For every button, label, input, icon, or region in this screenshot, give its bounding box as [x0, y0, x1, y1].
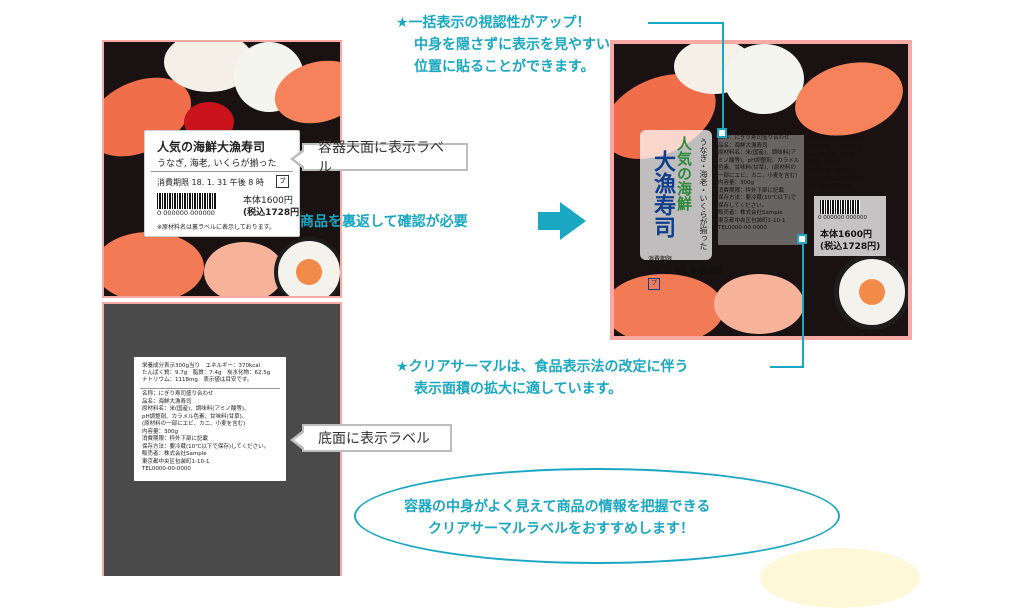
- clear-label-line: ミノ酸等)、pH調整剤、カラメル: [718, 157, 800, 164]
- clear-label-line: 色素、甘味料(甘草)、(原材料の: [718, 165, 796, 171]
- top-label-note: ※原材料名は裏ラベルに表示しております。: [157, 224, 276, 231]
- recommendation-line: クリアサーマルラベルをおすすめします！: [428, 521, 694, 537]
- bottom-label-line: 東京都中央区包装町1-10-1: [142, 458, 210, 465]
- clear-label-line: 品名：海鮮大漁寿司: [718, 142, 768, 149]
- clear-label-line: 消費期限：枠外下部に記載: [718, 187, 785, 194]
- clear-label-line: 保存してください。: [718, 202, 768, 209]
- bottom-label-line: pH調整剤、カラメル色素、甘味料(甘草)、: [142, 413, 248, 420]
- recommendation-line: 容器の中身がよく見えて商品の情報を把握できる: [404, 499, 711, 515]
- clear-label-expiry-label: 消費期限: [648, 256, 673, 263]
- clear-label-barcode: [820, 200, 860, 214]
- clear-label-line: 保存方法：要冷蔵(10℃以下)で: [718, 195, 796, 201]
- recycle-icon: プ: [276, 175, 289, 188]
- clear-label-price-tax: (税込1728円): [820, 242, 881, 252]
- callout-bottom-label-text: 底面に表示ラベル: [318, 431, 430, 447]
- top-label-title: 人気の海鮮大漁寿司: [157, 140, 266, 154]
- top-label-price-tax: (税込1728円): [243, 208, 304, 218]
- top-label-subtitle: うなぎ, 海老, いくらが揃った: [157, 159, 277, 169]
- recommendation-bubble: 容器の中身がよく見えて商品の情報を把握できる クリアサーマルラベルをおすすめしま…: [354, 468, 840, 564]
- maki-roll: [274, 237, 340, 296]
- connector-line: [648, 22, 724, 24]
- connector-line: [802, 240, 804, 368]
- note-visibility: ★一括表示の視認性がアップ！ 中身を隠さずに表示を見やすい 位置に貼ることができ…: [396, 12, 610, 78]
- flip-message: 商品を裏返して確認が必要: [300, 214, 468, 230]
- callout-top-label: 容器天面に表示ラベル: [290, 140, 468, 176]
- clear-label-price-base: 本体1600円: [820, 230, 873, 240]
- bottom-label-line: 消費期限：枠外下部に記載: [142, 436, 209, 442]
- bottom-label-line: 販売者：株式会社Sample: [142, 451, 207, 457]
- bottom-label-line: 保存方法：要冷蔵(10℃以下で保存)してください。: [142, 443, 270, 450]
- clear-label-line: TEL0000-00-0000: [718, 225, 767, 231]
- note-visibility-line: ★一括表示の視認性がアップ！: [396, 15, 591, 31]
- clear-label-nutrition-line: ナトリウム：1118mg: [808, 176, 864, 182]
- clear-label-barcode-digits: 0 000000 000000: [818, 215, 867, 221]
- bottom-label-line: TEL0000-00-0000: [142, 466, 191, 472]
- clear-label-nutrition-line: 表示値は目安です。: [808, 184, 857, 190]
- clear-label-nutrition-line: たんぱく質：9.7g: [808, 152, 854, 158]
- bottom-label-line: 品名：海鮮大漁寿司: [142, 398, 192, 405]
- top-label: 人気の海鮮大漁寿司 うなぎ, 海老, いくらが揃った 消費期限 18. 1. 3…: [144, 130, 304, 237]
- bottom-label: 栄養成分表示300g当り エネルギー：370kcal たんぱく質：9.7g 脂質…: [134, 357, 286, 481]
- connector-dot: [797, 234, 807, 244]
- note-area-line: ★クリアサーマルは、食品表示法の改定に伴う: [396, 359, 689, 375]
- top-label-expiry: 消費期限 18. 1. 31 午後 8 時: [157, 178, 264, 187]
- recycle-icon: プ: [648, 278, 660, 290]
- clear-label-brand-big: 大漁寿司: [650, 150, 675, 238]
- top-label-price-base: 本体1600円: [243, 196, 293, 206]
- callout-bottom-label: 底面に表示ラベル: [290, 424, 452, 452]
- bottom-nutrition-line: たんぱく質：9.7g 脂質：7.4g 炭水化物：62.5g: [142, 370, 271, 376]
- bottom-nutrition-line: 栄養成分表示300g当り エネルギー：370kcal: [142, 363, 261, 369]
- clear-label-nutrition-line: 炭水化物：62.5g: [808, 168, 852, 174]
- bottom-nutrition-line: ナトリウム：1118mg 表示値は目安です。: [142, 377, 253, 383]
- clear-label-line: 原材料名：米(国産)、調味料(ア: [718, 150, 796, 156]
- clear-label-line: 東京都中央区包装町1-10-1: [718, 217, 786, 224]
- clear-label-line: 名称：にぎり寿司盛り合わせ: [718, 135, 790, 141]
- bottom-label-line: (原材料の一部にエビ、カニ、小麦を含む): [142, 421, 246, 427]
- maki-roll: [834, 254, 908, 330]
- connector-dot: [717, 128, 727, 138]
- clear-label-nutrition-line: エネルギー：370kcal: [808, 144, 863, 150]
- bottom-label-line: 原材料名：米(国産)、調味料(アミノ酸等)、: [142, 406, 250, 412]
- clear-label-price-box: 0 000000 000000 本体1600円 (税込1728円): [814, 196, 886, 256]
- clear-label-expiry: 18.1.31 午後8時: [648, 267, 723, 277]
- clear-label-nutrition-line: 脂質：7.4g: [808, 160, 837, 166]
- clear-label-nutrition-line: 栄養成分表示300g当り: [808, 136, 866, 142]
- top-label-barcode-digits: 0 000000 000000: [157, 209, 215, 217]
- note-area-line: 表示面積の拡大に適しています。: [414, 381, 623, 397]
- clear-label-brand-small: 人気の海鮮: [675, 136, 693, 211]
- clear-label-nutrition: 栄養成分表示300g当り エネルギー：370kcal たんぱく質：9.7g 脂質…: [808, 135, 888, 191]
- clear-label-line: 販売者：株式会社Sample: [718, 210, 783, 216]
- note-area: ★クリアサーマルは、食品表示法の改定に伴う 表示面積の拡大に適しています。: [396, 356, 689, 400]
- connector-line: [770, 366, 804, 368]
- clear-label-line: 一部にエビ、カニ、小麦を含む): [718, 172, 798, 179]
- clear-label-brand: 人気の海鮮 大漁寿司 うなぎ・海老・いくらが揃った: [640, 130, 712, 260]
- bottom-label-line: 名称：にぎり寿司盛り合わせ: [142, 391, 214, 397]
- note-visibility-line: 位置に貼ることができます。: [414, 59, 595, 75]
- callout-top-label-text: 容器天面に表示ラベル: [318, 140, 444, 176]
- bottom-label-line: 内容量：300g: [142, 428, 178, 435]
- clear-label-expiry-box: 消費期限 18.1.31 午後8時 プ: [648, 255, 723, 290]
- connector-line: [722, 22, 724, 132]
- note-visibility-line: 中身を隠さずに表示を見やすい: [414, 37, 610, 53]
- clear-label-details: 名称：にぎり寿司盛り合わせ 品名：海鮮大漁寿司 原材料名：米(国産)、調味料(ア…: [718, 135, 804, 245]
- decorative-plate: [760, 548, 920, 608]
- top-label-barcode: [157, 193, 217, 209]
- clear-label-subtitle: うなぎ・海老・いくらが揃った: [699, 138, 708, 250]
- clear-label-line: 内容量：300g: [718, 180, 754, 186]
